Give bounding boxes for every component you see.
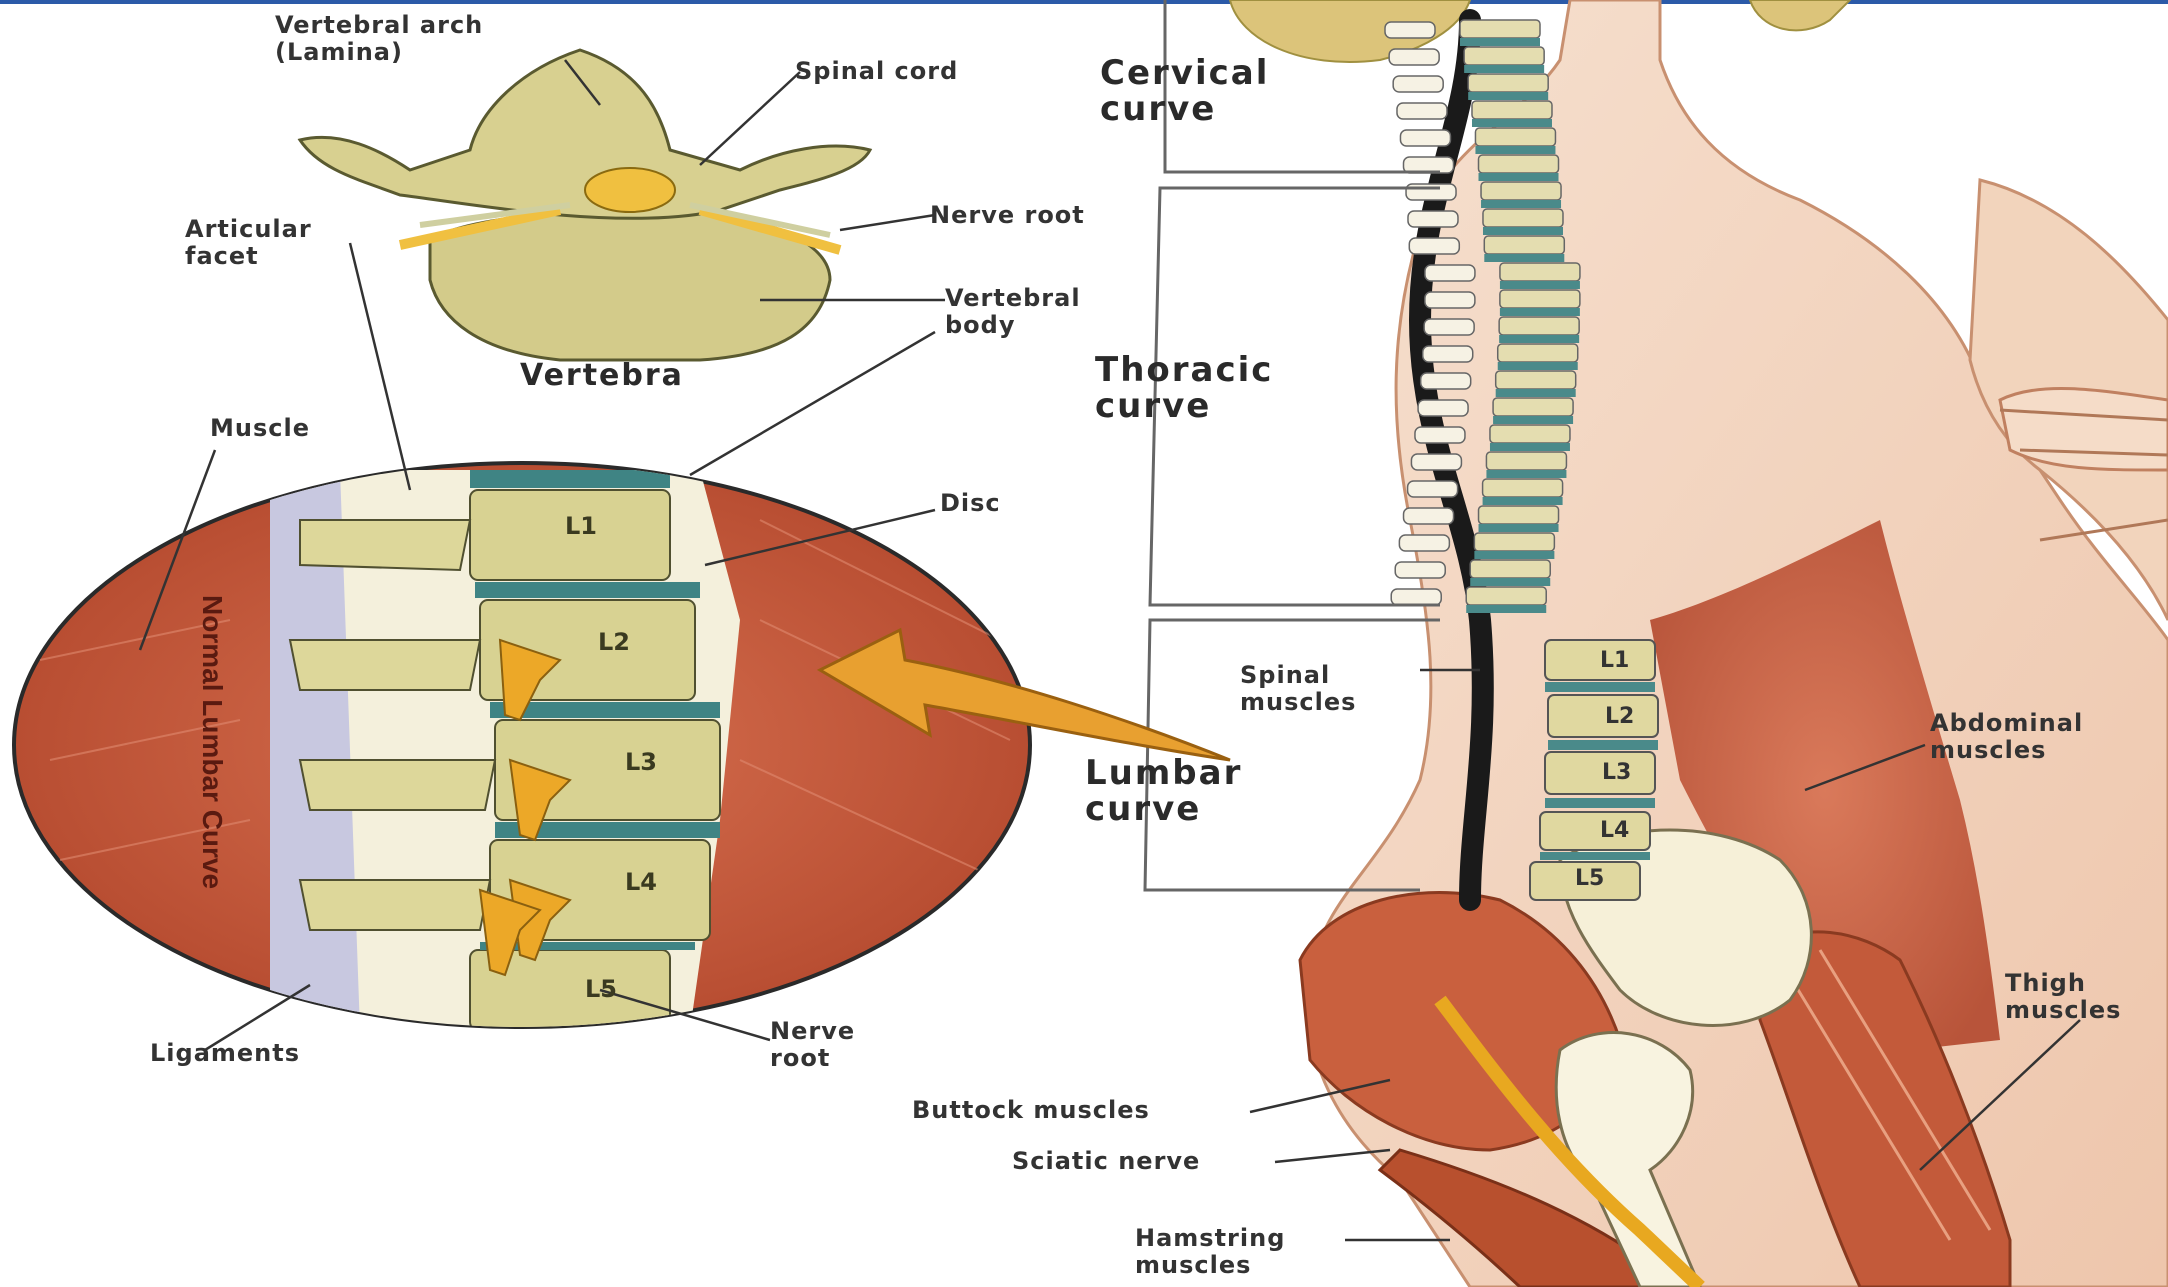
label-ligaments: Ligaments: [150, 1040, 300, 1067]
spinous-process: [1397, 103, 1447, 119]
spinous-process: [1399, 535, 1449, 551]
intervertebral-disc: [1468, 92, 1548, 100]
vertebral-body: [1498, 344, 1578, 362]
label-nerve-root-top: Nerve root: [930, 202, 1085, 229]
vertebral-body: [1496, 371, 1576, 389]
label-cervical-curve: Cervical curve: [1100, 55, 1269, 127]
intervertebral-disc: [1472, 119, 1552, 127]
intervertebral-disc: [1464, 65, 1544, 73]
vertebral-body: [1470, 560, 1550, 578]
spine-vertebra-label: L2: [1605, 704, 1634, 729]
spinous-process: [1409, 238, 1459, 254]
human-figure: [1230, 0, 2168, 1287]
spinous-process: [1411, 454, 1461, 470]
label-spinal-muscles: Spinal muscles: [1240, 662, 1356, 716]
inset-vertebra-label: L3: [625, 748, 657, 776]
intervertebral-disc: [1483, 497, 1563, 505]
spinous-process: [1408, 481, 1458, 497]
inset-vertebra-label: L1: [565, 512, 597, 540]
label-abdominal-muscles: Abdominal muscles: [1930, 710, 2083, 764]
intervertebral-disc: [1466, 605, 1546, 613]
label-vertebral-arch: Vertebral arch (Lamina): [275, 12, 483, 66]
vertebral-body: [1500, 263, 1580, 281]
vertebral-body: [1481, 182, 1561, 200]
label-spinal-cord: Spinal cord: [795, 58, 958, 85]
intervertebral-disc: [1479, 173, 1559, 181]
inset-vertebra-label: L4: [625, 868, 657, 896]
vertebral-body: [1490, 425, 1570, 443]
spinous-process: [1408, 211, 1458, 227]
vertebral-body: [1466, 587, 1546, 605]
label-lumbar-curve: Lumbar curve: [1085, 755, 1242, 827]
vertebral-body: [1493, 398, 1573, 416]
vertebral-body: [1472, 101, 1552, 119]
intervertebral-disc: [1475, 146, 1555, 154]
spine-vertebra-label: L1: [1600, 648, 1629, 673]
spinous-process: [1393, 76, 1443, 92]
spinous-process: [1395, 562, 1445, 578]
spinous-process: [1385, 22, 1435, 38]
vertebral-body: [1500, 290, 1580, 308]
spinous-process: [1424, 319, 1474, 335]
intervertebral-disc: [1483, 227, 1563, 235]
vertebral-body: [1483, 479, 1563, 497]
spinous-process: [1389, 49, 1439, 65]
spinous-process: [1425, 292, 1475, 308]
label-normal-lumbar-curve: Normal Lumbar Curve: [196, 595, 228, 889]
label-buttock-muscles: Buttock muscles: [912, 1097, 1150, 1124]
vertebral-body: [1468, 74, 1548, 92]
spinous-process: [1418, 400, 1468, 416]
spinous-process: [1415, 427, 1465, 443]
intervertebral-disc: [1460, 38, 1540, 46]
vertebral-body: [1475, 128, 1555, 146]
vertebral-body: [1484, 236, 1564, 254]
spine-vertebra-label: L3: [1602, 760, 1631, 785]
inset-vertebra-label: L5: [585, 975, 617, 1003]
intervertebral-disc: [1479, 524, 1559, 532]
intervertebral-disc: [1500, 281, 1580, 289]
spine-vertebra-label: L4: [1600, 818, 1629, 843]
vertebral-body: [1499, 317, 1579, 335]
spine-vertebra-label: L5: [1575, 866, 1604, 891]
label-sciatic-nerve: Sciatic nerve: [1012, 1148, 1200, 1175]
inset-vertebra-label: L2: [598, 628, 630, 656]
intervertebral-disc: [1498, 362, 1578, 370]
label-muscle: Muscle: [210, 415, 310, 442]
intervertebral-disc: [1481, 200, 1561, 208]
spinous-process: [1423, 346, 1473, 362]
label-vertebra: Vertebra: [520, 362, 684, 389]
spinous-process: [1406, 184, 1456, 200]
vertebral-body: [1474, 533, 1554, 551]
vertebral-body: [1483, 209, 1563, 227]
intervertebral-disc: [1490, 443, 1570, 451]
label-hamstring-muscles: Hamstring muscles: [1135, 1225, 1285, 1279]
intervertebral-disc: [1499, 335, 1579, 343]
intervertebral-disc: [1486, 470, 1566, 478]
spinous-process: [1404, 508, 1454, 524]
vertebra-illustration: [300, 50, 870, 360]
spinous-process: [1421, 373, 1471, 389]
label-nerve-root-bottom: Nerve root: [770, 1018, 855, 1072]
label-articular-facet: Articular facet: [185, 216, 312, 270]
label-disc: Disc: [940, 490, 1001, 517]
label-thigh-muscles: Thigh muscles: [2005, 970, 2121, 1024]
intervertebral-disc: [1500, 308, 1580, 316]
vertebral-body: [1464, 47, 1544, 65]
spinous-process: [1425, 265, 1475, 281]
spinous-process: [1391, 589, 1441, 605]
label-vertebral-body: Vertebral body: [945, 285, 1081, 339]
intervertebral-disc: [1470, 578, 1550, 586]
intervertebral-disc: [1496, 389, 1576, 397]
vertebral-body: [1479, 155, 1559, 173]
spinous-process: [1400, 130, 1450, 146]
vertebral-body: [1460, 20, 1540, 38]
intervertebral-disc: [1493, 416, 1573, 424]
intervertebral-disc: [1474, 551, 1554, 559]
intervertebral-disc: [1484, 254, 1564, 262]
vertebral-body: [1486, 452, 1566, 470]
vertebral-body: [1479, 506, 1559, 524]
label-thoracic-curve: Thoracic curve: [1095, 352, 1273, 424]
